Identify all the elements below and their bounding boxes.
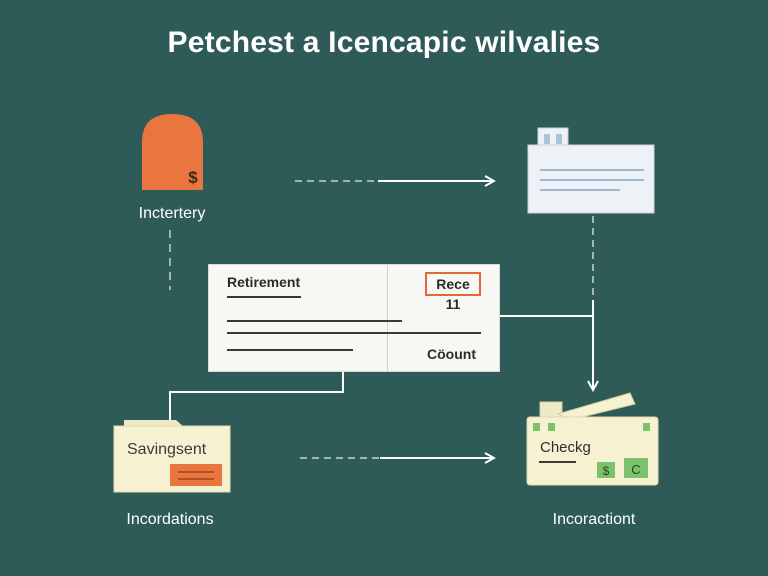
retirement-underline bbox=[227, 296, 301, 298]
text-line bbox=[227, 349, 353, 351]
money-bag-icon: $ bbox=[142, 114, 203, 190]
diagram-title: Petchest a Icencapic wilvalies bbox=[167, 26, 601, 59]
dollar-symbol: $ bbox=[188, 168, 198, 187]
cash-envelope-icon: $ C bbox=[526, 392, 659, 486]
checking-card-text: Checkg bbox=[540, 439, 591, 456]
folder-icon bbox=[113, 420, 231, 493]
count-label: Cöount bbox=[427, 346, 476, 362]
center-card: Retirement Rece 11 Cöount bbox=[208, 264, 500, 372]
center-card-divider bbox=[387, 265, 388, 371]
connector-center-to-savings bbox=[169, 370, 344, 420]
document-icon bbox=[527, 127, 655, 214]
inventory-label: Inctertery bbox=[138, 205, 206, 222]
text-line bbox=[227, 320, 402, 322]
receipt-badge: Rece 11 bbox=[425, 272, 481, 312]
checking-label: Incoractiont bbox=[552, 511, 636, 528]
savings-card-text: Savingsent bbox=[127, 441, 207, 458]
retirement-label: Retirement bbox=[227, 274, 301, 290]
text-line bbox=[227, 332, 481, 334]
checking-dollar-symbol: $ bbox=[603, 464, 610, 478]
savings-label: Incordations bbox=[126, 511, 214, 528]
checking-c-symbol: C bbox=[631, 462, 640, 477]
